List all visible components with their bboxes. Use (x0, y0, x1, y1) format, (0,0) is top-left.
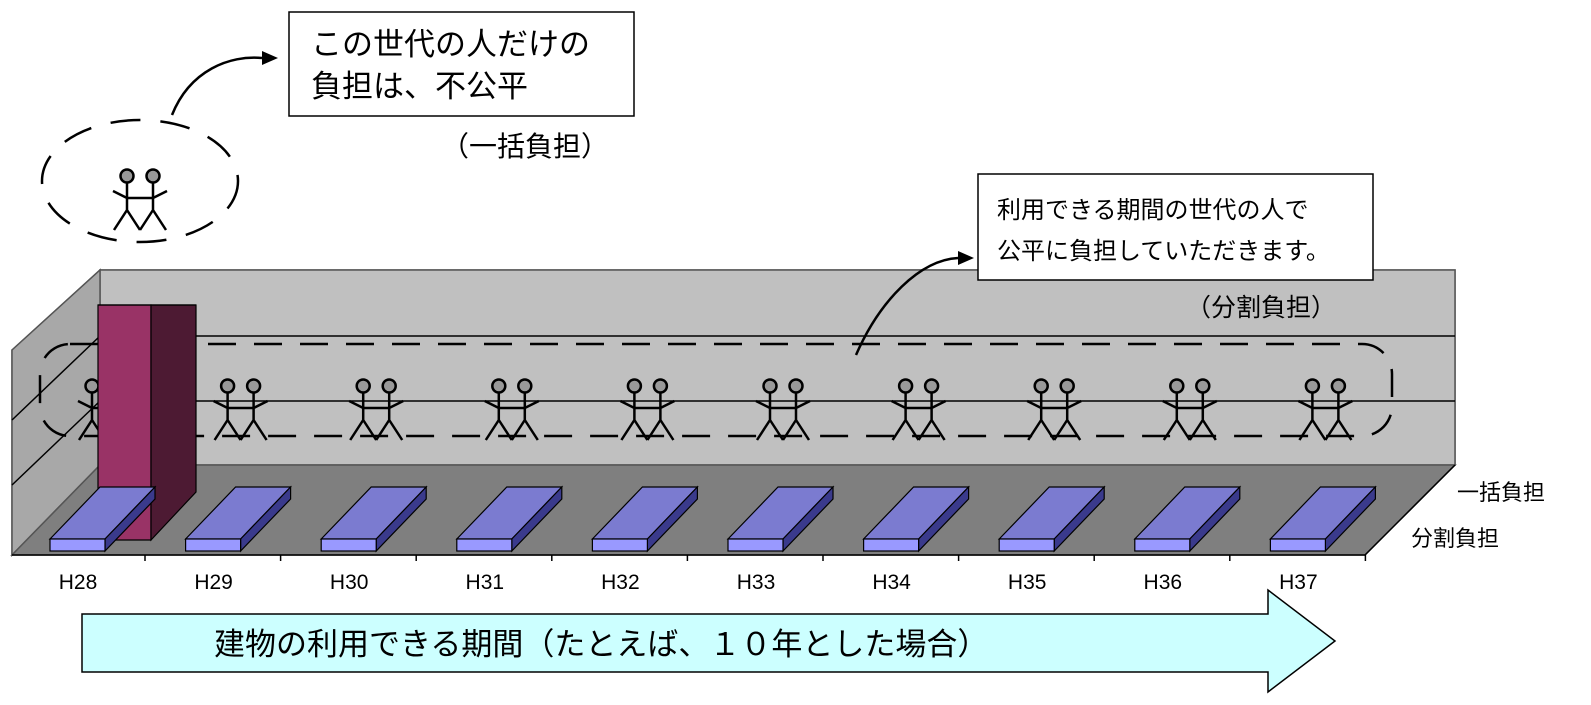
category-label-H28: H28 (59, 571, 98, 594)
bar-split-H32 (591, 538, 649, 552)
category-label-H31: H31 (466, 571, 505, 594)
chart-back-wall (11, 268, 1456, 557)
category-label-H33: H33 (737, 571, 776, 594)
callout-top-arrow (170, 56, 263, 116)
category-label-H35: H35 (1008, 571, 1047, 594)
single-generation-outline (40, 118, 240, 244)
bar-split-H33 (727, 538, 784, 552)
callout-top-line2: 負担は、不公平 (311, 69, 528, 105)
series-label-split: 分割負担 (1411, 527, 1499, 552)
category-label-H34: H34 (872, 571, 911, 594)
shared-burden-group-outline (38, 342, 1394, 438)
category-label-H37: H37 (1279, 571, 1318, 594)
callout-right-line1: 利用できる期間の世代の人で (997, 196, 1309, 224)
bar-split-H35 (998, 538, 1055, 552)
bar-split-H31 (456, 538, 513, 552)
category-label-H36: H36 (1144, 571, 1183, 594)
callout-right-arrow (854, 256, 959, 356)
bar-split-H29 (185, 538, 242, 552)
callout-top-box (288, 11, 635, 117)
bar-split-H36 (1134, 538, 1191, 552)
period-arrow-text: 建物の利用できる期間（たとえば、１０年とした場合） (214, 627, 988, 663)
callout-right-arrowhead (958, 251, 974, 265)
bar-split-H34 (862, 538, 920, 552)
category-label-H29: H29 (194, 571, 233, 594)
category-label-H32: H32 (601, 571, 640, 594)
callout-right-caption: （分割負担） (1186, 293, 1336, 322)
callout-top-caption: （一括負担） (441, 130, 609, 163)
callout-right-box (977, 173, 1374, 281)
callout-right-line2: 公平に負担していただきます。 (997, 237, 1330, 265)
category-label-H30: H30 (330, 571, 369, 594)
period-arrow-banner (81, 588, 1337, 694)
callout-top-line1: この世代の人だけの (311, 27, 590, 63)
callout-top-arrowhead (262, 51, 278, 65)
bar-split-H28 (49, 538, 106, 552)
bar-marks (48, 304, 1377, 553)
series-label-lump: 一括負担 (1457, 481, 1545, 506)
bar-split-H30 (320, 538, 377, 552)
category-labels: H28 H29 H30 H31 H32 H33 H34 H35 H36 H37 (59, 555, 1367, 594)
chart-gridlines (11, 335, 1455, 486)
bar-split-H37 (1269, 538, 1327, 552)
single-generation-figures (111, 168, 169, 232)
depth-axis-line (1364, 464, 1456, 556)
